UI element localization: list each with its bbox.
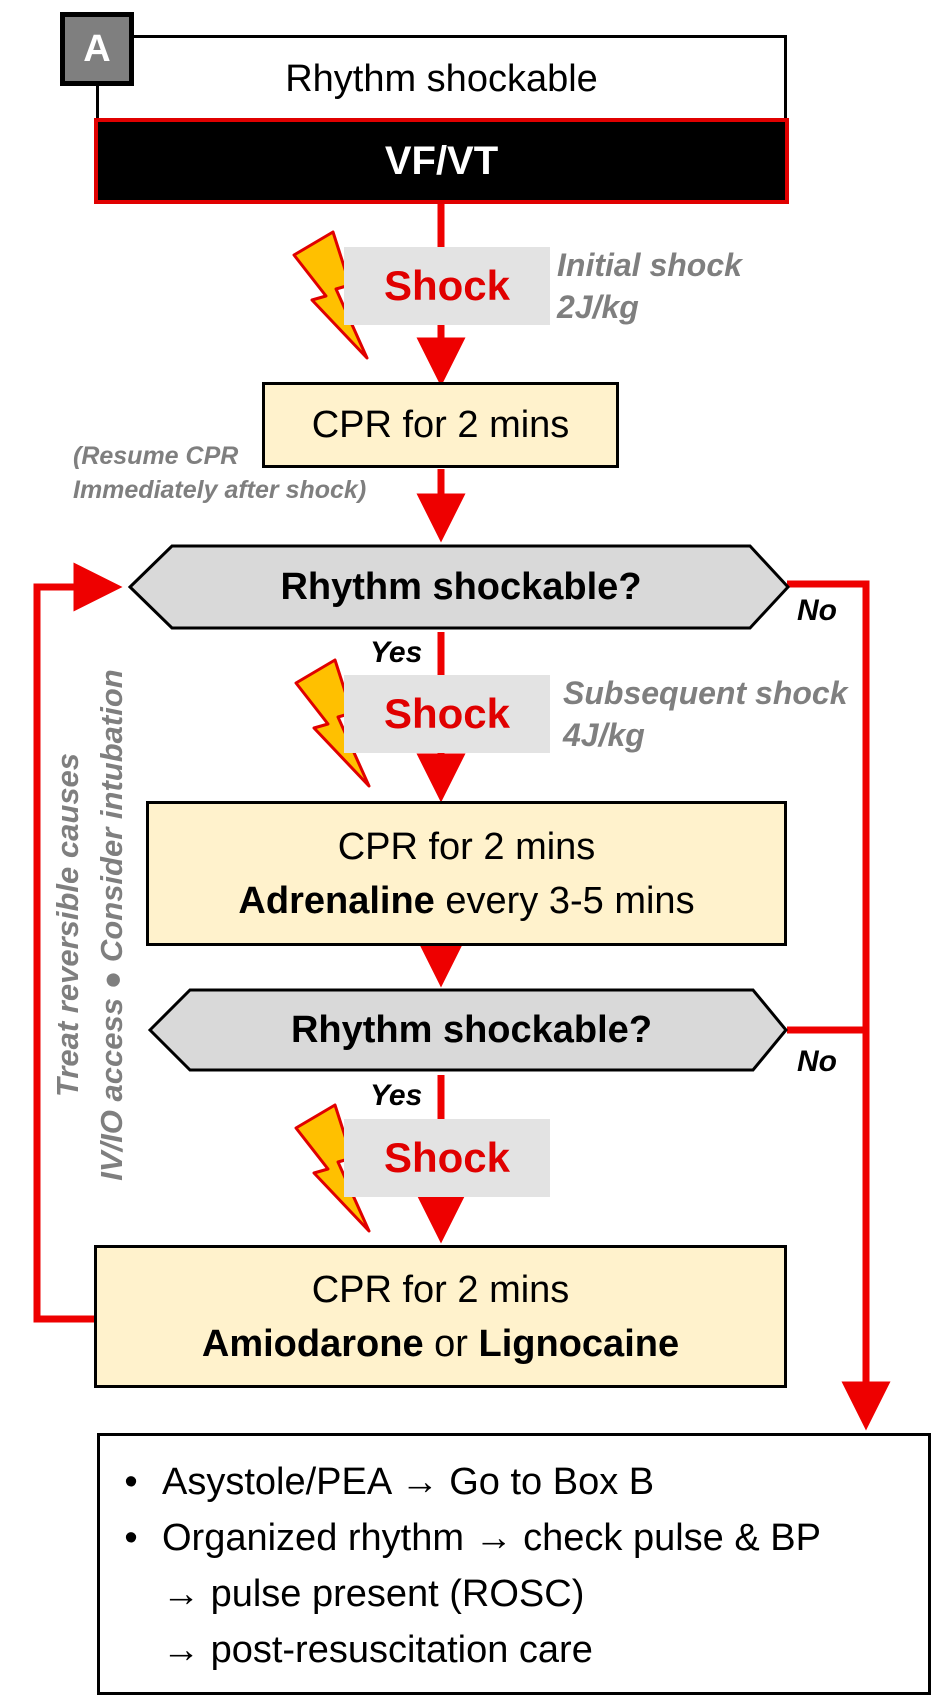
outcome-item-2-result: check pulse & BP	[523, 1517, 821, 1559]
shock-label-2: Shock	[344, 675, 550, 753]
outcome-item-3-result: pulse present (ROSC)	[210, 1573, 585, 1615]
decision-2-no: No	[797, 1045, 837, 1078]
side-note: Treat reversible causes IV/IO access ● C…	[10, 600, 170, 1250]
shock-label-3: Shock	[344, 1119, 550, 1197]
resume-cpr-note-line2: Immediately after shock)	[73, 476, 367, 504]
decision-1-no: No	[797, 594, 837, 627]
subsequent-shock-note: Subsequent shock 4J/kg	[563, 672, 863, 756]
cpr-box-2: CPR for 2 mins Adrenaline every 3-5 mins	[146, 801, 787, 946]
adrenaline-frequency: every 3-5 mins	[445, 879, 695, 922]
cpr-box-1: CPR for 2 mins	[262, 382, 619, 468]
cpr-box-3-drugs: Amiodarone or Lignocaine	[202, 1317, 679, 1371]
outcome-item-2-text: Organized rhythm	[162, 1517, 465, 1559]
header-title: Rhythm shockable	[96, 35, 787, 121]
subsequent-shock-note-line2: 4J/kg	[563, 717, 645, 753]
decision-1-shape	[127, 544, 791, 630]
outcome-item-2: •Organized rhythm → check pulse & BP	[124, 1517, 821, 1559]
final-outcomes-box: •Asystole/PEA → Go to Box B •Organized r…	[97, 1433, 931, 1695]
decision-1-label: Rhythm shockable?	[280, 565, 642, 608]
right-arrow-icon: →	[474, 1517, 513, 1559]
right-arrow-icon: →	[400, 1461, 439, 1503]
initial-shock-note: Initial shock 2J/kg	[557, 244, 817, 328]
adrenaline-label: Adrenaline	[238, 879, 435, 922]
outcome-item-3: → pulse present (ROSC)	[100, 1566, 928, 1622]
right-arrow-icon: →	[162, 1629, 200, 1671]
header-rhythm-type: VF/VT	[94, 118, 789, 204]
initial-shock-note-line2: 2J/kg	[557, 289, 639, 325]
side-note-line1: Treat reversible causes	[50, 752, 85, 1098]
cpr-box-2-text: CPR for 2 mins	[337, 825, 596, 868]
initial-shock-note-line1: Initial shock	[557, 247, 742, 283]
box-a-badge: A	[60, 12, 134, 86]
decision-2-yes: Yes	[370, 1079, 423, 1112]
outcome-list: •Asystole/PEA → Go to Box B •Organized r…	[100, 1436, 928, 1678]
resume-cpr-note: (Resume CPR Immediately after shock)	[73, 439, 413, 507]
resume-cpr-note-line1: (Resume CPR	[73, 442, 239, 470]
decision-2-shape	[147, 988, 788, 1072]
right-arrow-icon: →	[162, 1573, 200, 1615]
or-label: or	[434, 1322, 468, 1365]
amiodarone-label: Amiodarone	[201, 1322, 424, 1365]
outcome-item-4-result: post-resuscitation care	[210, 1629, 593, 1671]
decision-2-label: Rhythm shockable?	[290, 1008, 653, 1051]
outcome-item-1-text: Asystole/PEA	[162, 1461, 391, 1503]
side-note-line2: IV/IO access ● Consider intubation	[94, 669, 129, 1181]
lignocaine-label: Lignocaine	[478, 1322, 680, 1365]
outcome-item-1: •Asystole/PEA → Go to Box B	[124, 1461, 655, 1503]
connector-loop-back	[33, 562, 123, 1323]
outcome-item-4: → post-resuscitation care	[100, 1622, 928, 1678]
decision-1-yes: Yes	[370, 636, 423, 669]
connector-no-path	[787, 580, 891, 1431]
cpr-box-2-drug: Adrenaline every 3-5 mins	[238, 874, 694, 928]
cpr-box-3: CPR for 2 mins Amiodarone or Lignocaine	[94, 1245, 787, 1388]
cpr-box-1-text: CPR for 2 mins	[311, 404, 570, 446]
subsequent-shock-note-line1: Subsequent shock	[563, 675, 848, 711]
shock-label-1: Shock	[344, 247, 550, 325]
outcome-item-1-result: Go to Box B	[449, 1461, 655, 1503]
cpr-box-3-text: CPR for 2 mins	[311, 1268, 570, 1311]
